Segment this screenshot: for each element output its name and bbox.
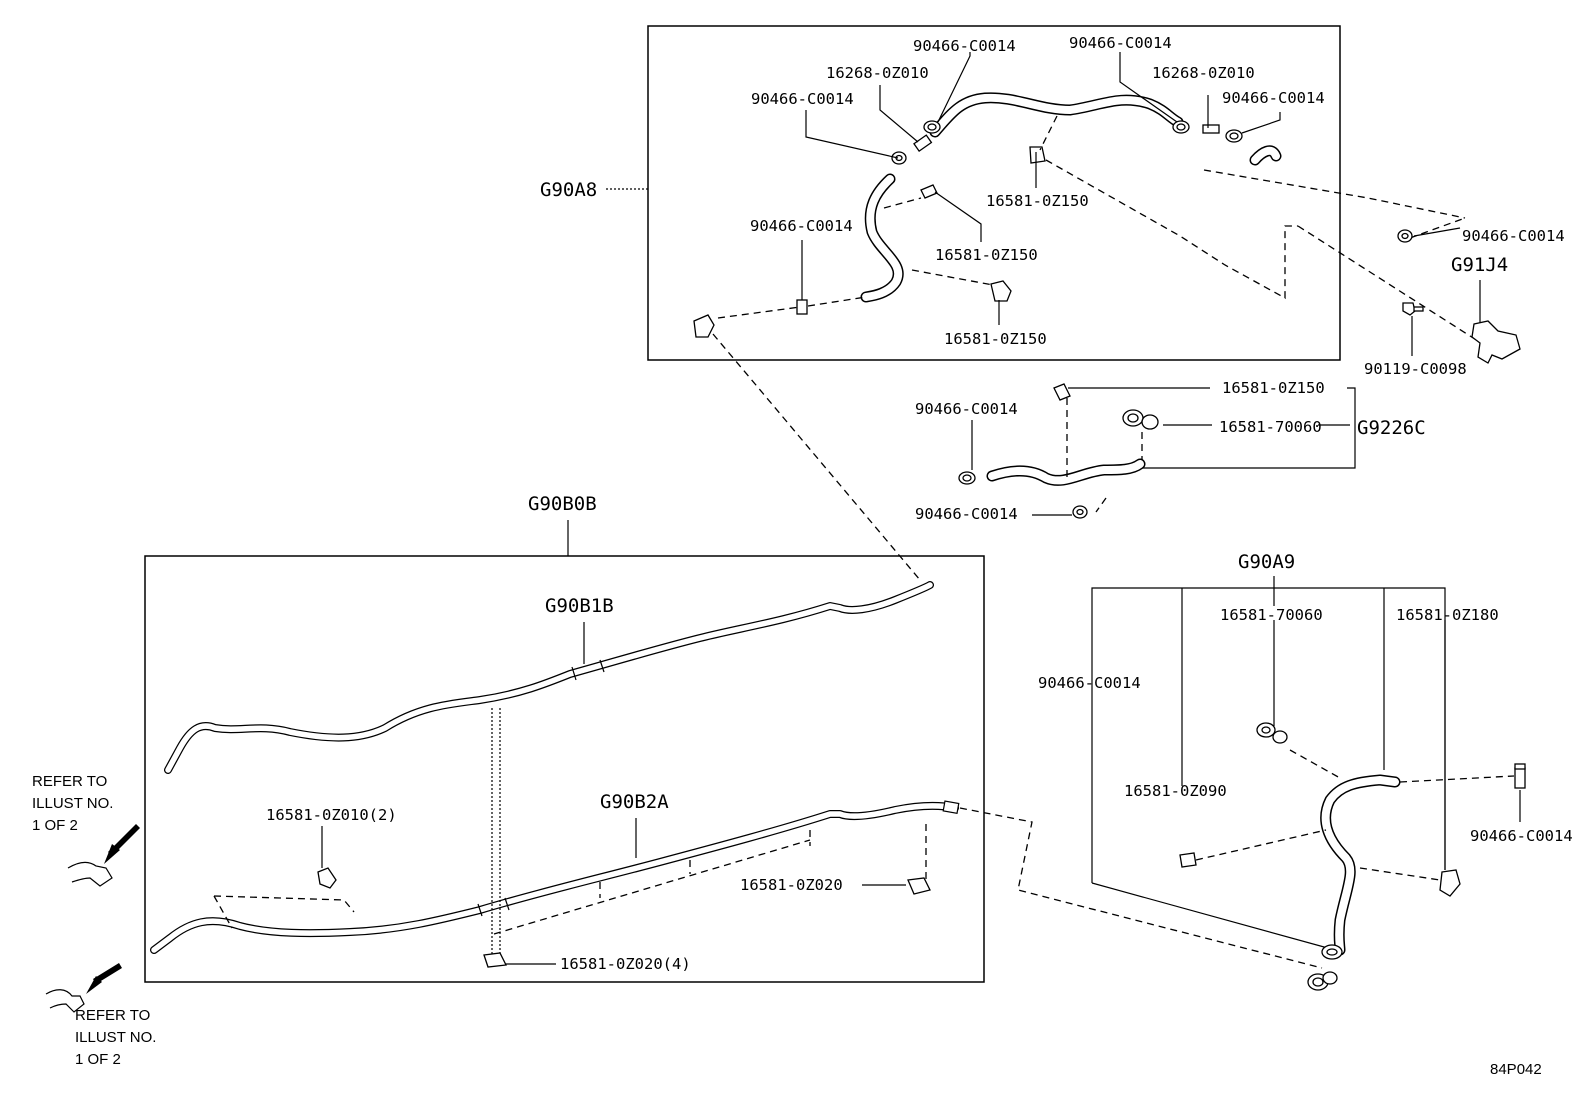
clamp-holder-part [1053,383,1071,401]
clamp-part [891,151,907,165]
g90a9-hose [1320,774,1401,956]
clamp-part [923,120,941,134]
group-label-g91j4: G91J4 [1451,254,1508,276]
group-label-g90a8: G90A8 [540,179,597,201]
arrow-icon [104,824,140,864]
g90b1b-pipe [164,581,934,774]
pipe-end-icon [45,989,85,1013]
refer-note-top-line2: ILLUST NO. [32,795,113,812]
g90b2a-pipe [150,800,960,954]
bolt-part [1402,302,1424,316]
refer-note-top-line3: 1 OF 2 [32,817,78,834]
part-label: 90119-C0098 [1364,360,1467,378]
clamp-part [317,867,337,889]
part-label: 16581-0Z150 [944,330,1047,348]
clamp-holder-part [990,280,1012,302]
part-label: 90466-C0014 [1470,827,1573,845]
group-label-g90b1b: G90B1B [545,595,614,617]
group-label-g90b2a: G90B2A [600,791,669,813]
part-label: 90466-C0014 [915,400,1018,418]
group-label-g90b0b: G90B0B [528,493,597,515]
part-label: 90466-C0014 [751,90,854,108]
part-label: 90466-C0014 [1222,89,1325,107]
clamp-part [796,299,808,315]
clamp-part [1072,505,1088,519]
part-label: 90466-C0014 [913,37,1016,55]
part-label: 16581-0Z020(4) [560,955,691,973]
clamp-part [1321,944,1343,960]
g90a8-hose-short [1249,145,1282,166]
clamp-part [1122,409,1159,430]
bracket-part [693,314,715,338]
group-label-g90a9: G90A9 [1238,551,1295,573]
union-part [913,134,933,153]
part-label: 16581-0Z150 [986,192,1089,210]
part-label: 16268-0Z010 [1152,64,1255,82]
refer-note-bottom-line1: REFER TO [75,1007,150,1024]
part-label: 90466-C0014 [750,217,853,235]
part-label: 90466-C0014 [1038,674,1141,692]
clamp-holder-part [920,184,938,199]
clamp-part [1439,869,1461,897]
part-label: 16581-0Z010(2) [266,806,397,824]
arrow-icon [86,963,122,994]
part-label: 16581-70060 [1220,606,1323,624]
part-label: 16581-0Z150 [935,246,1038,264]
clamp-part [1225,129,1243,143]
part-label: 16268-0Z010 [826,64,929,82]
union-part [1202,124,1220,134]
pipe-end-icon [67,861,113,887]
clamp-part [907,877,931,895]
figure-code: 84P042 [1490,1061,1542,1078]
clamp-part [1307,971,1338,991]
clamp-holder-part [1029,146,1046,164]
g90a8-hose-lower [860,173,904,303]
part-label: 16581-0Z150 [1222,379,1325,397]
clamp-holder-part [1179,852,1197,868]
group-label-g9226c: G9226C [1357,417,1426,439]
bracket-part [1471,320,1521,364]
refer-note-top-line1: REFER TO [32,773,107,790]
clamp-part [1514,763,1526,789]
g9226c-hose [986,458,1146,486]
clamp-part [483,952,507,968]
part-label: 16581-70060 [1219,418,1322,436]
clamp-part [1256,722,1288,744]
part-label: 16581-0Z180 [1396,606,1499,624]
clamp-part [1172,120,1190,134]
g90b0b-box [144,555,985,983]
part-label: 16581-0Z020 [740,876,843,894]
clamp-part [958,471,976,485]
refer-note-bottom-line2: ILLUST NO. [75,1029,156,1046]
part-label: 90466-C0014 [915,505,1018,523]
part-label: 90466-C0014 [1069,34,1172,52]
refer-note-bottom-line3: 1 OF 2 [75,1051,121,1068]
clamp-part [1397,229,1413,243]
part-label: 16581-0Z090 [1124,782,1227,800]
g90a8-hose-upper [929,92,1184,138]
part-label: 90466-C0014 [1462,227,1565,245]
